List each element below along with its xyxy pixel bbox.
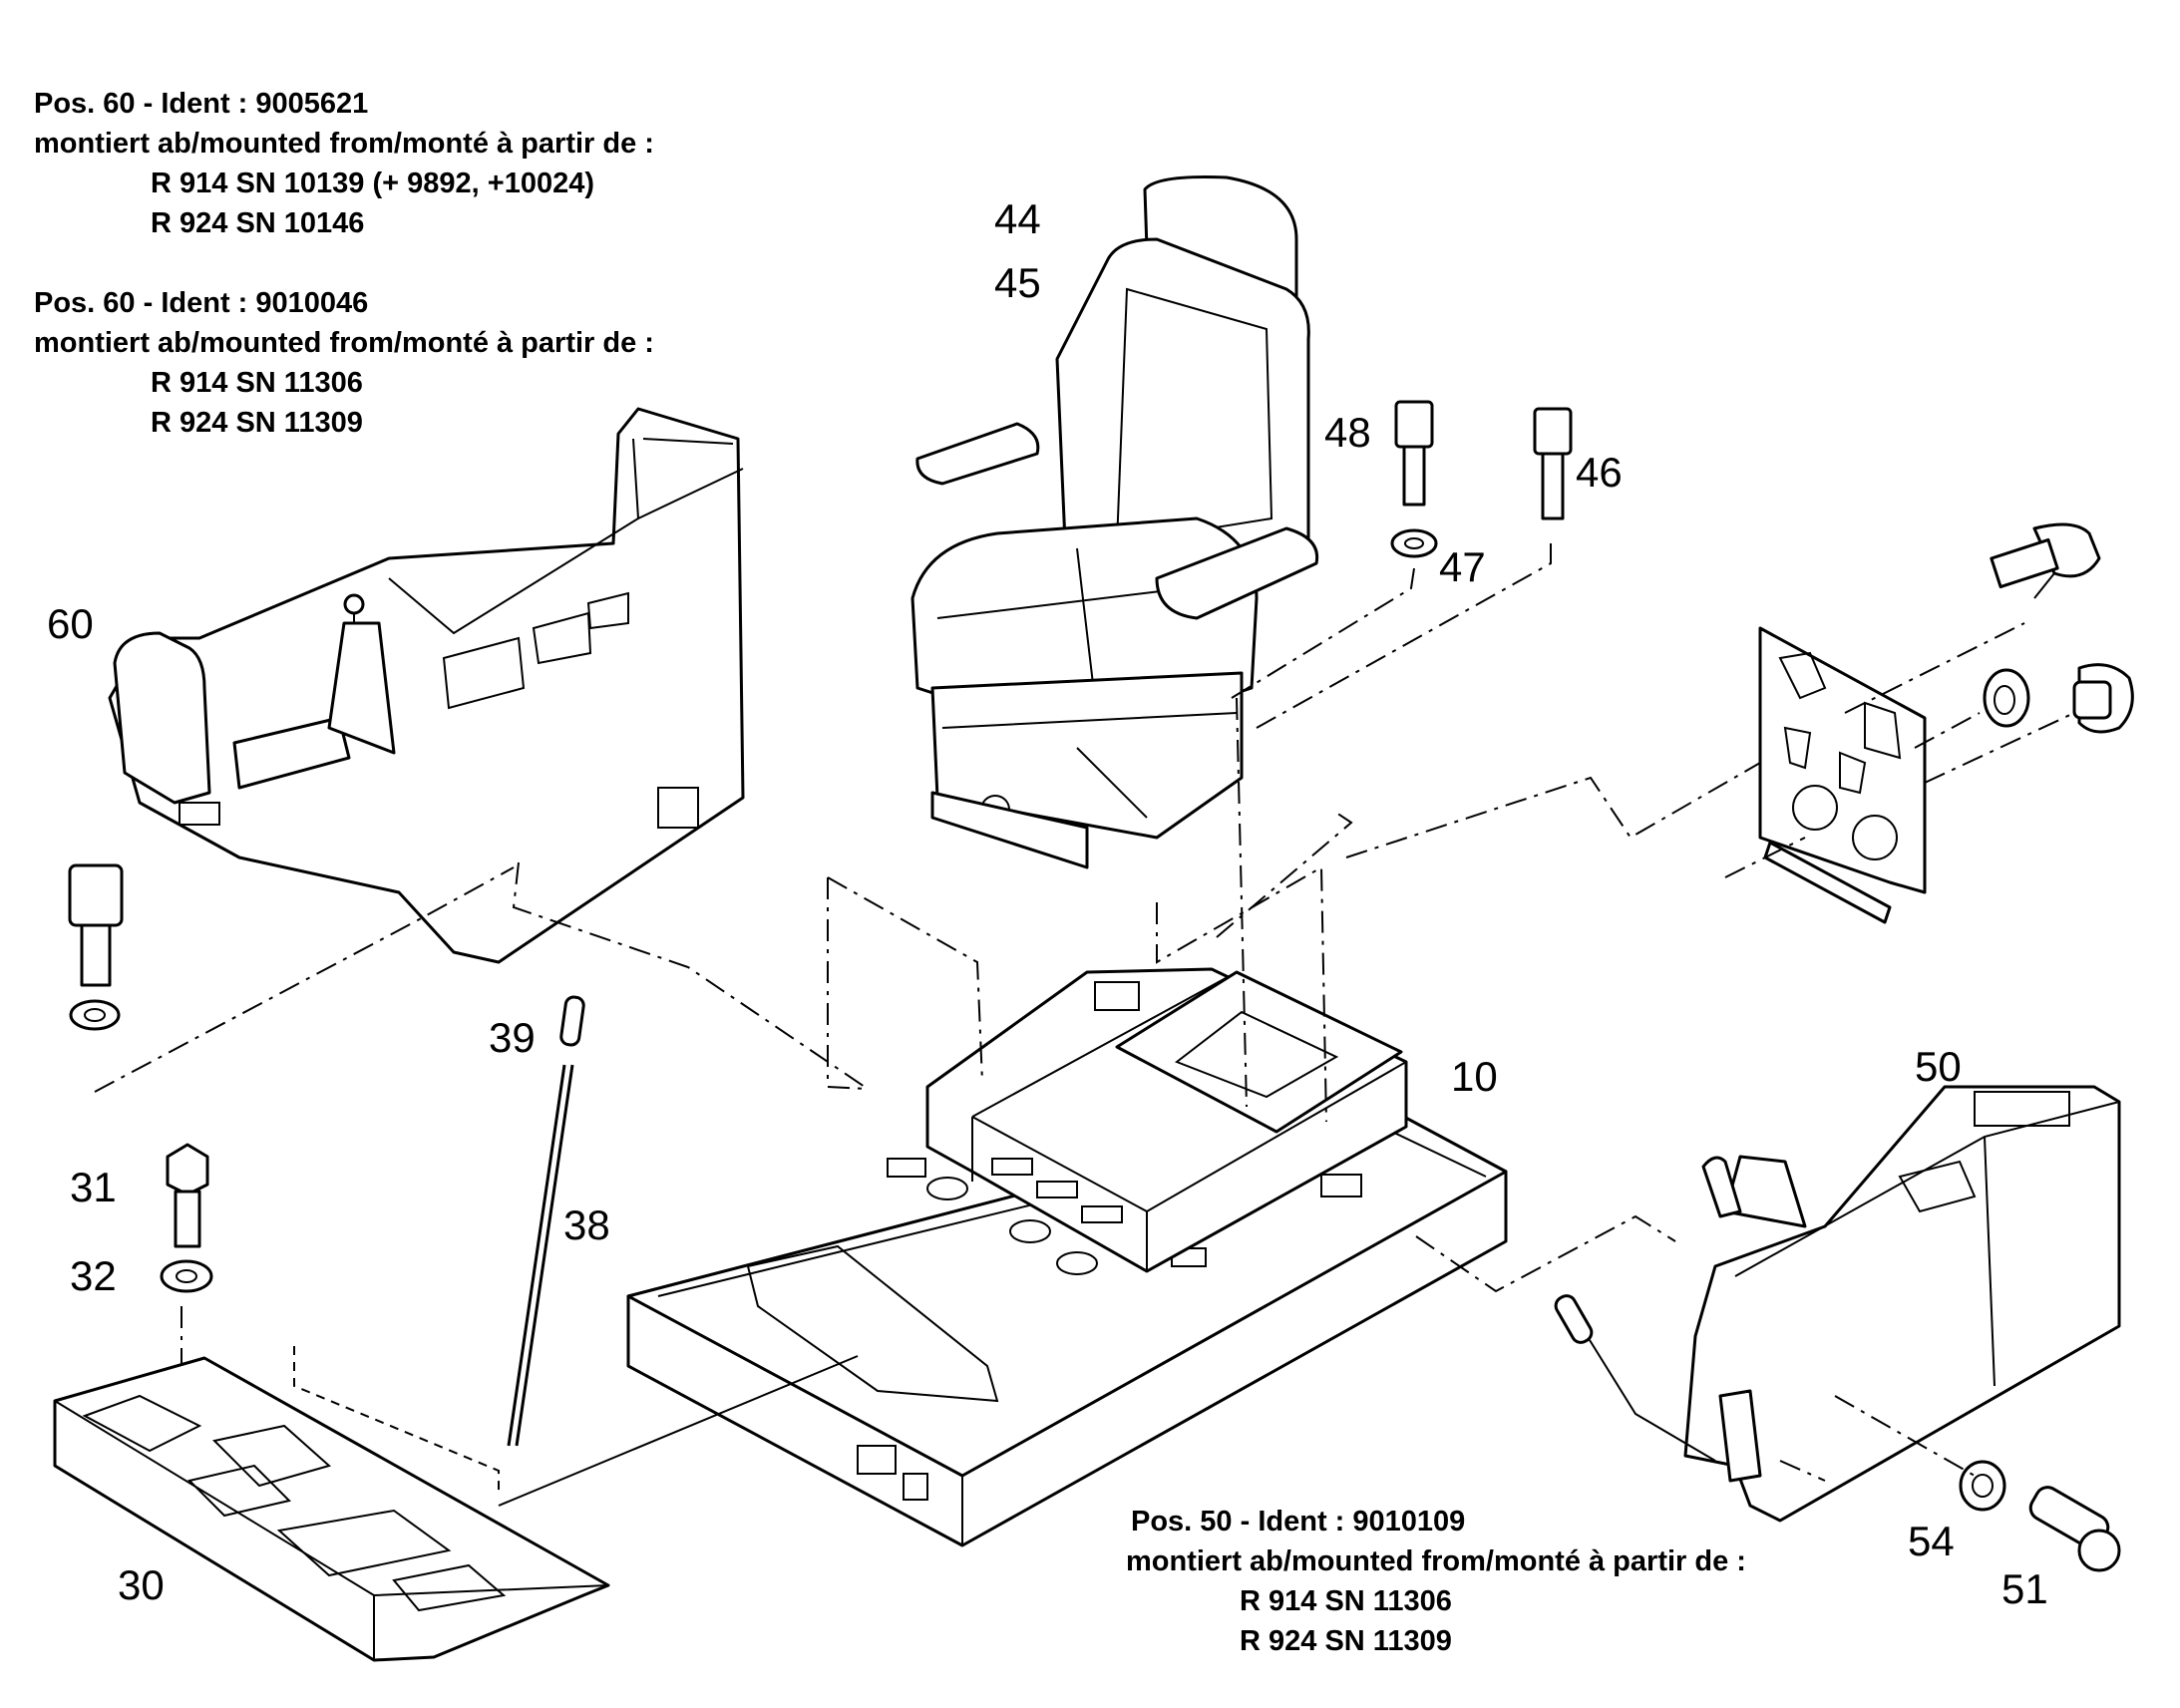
lever-rod-38-part bbox=[507, 995, 585, 1447]
note-pos60-ident-9010046: Pos. 60 - Ident : 9010046 montiert ab/mo… bbox=[34, 283, 654, 443]
callout-50: 50 bbox=[1915, 1043, 1962, 1090]
note-line: R 914 SN 11306 bbox=[151, 367, 363, 399]
callout-48: 48 bbox=[1324, 409, 1371, 456]
callout-46: 46 bbox=[1576, 449, 1623, 496]
note-line: Pos. 60 - Ident : 9005621 bbox=[34, 88, 369, 120]
connector-plug-part bbox=[2072, 663, 2134, 734]
note-line: R 924 SN 11309 bbox=[1240, 1625, 1452, 1657]
operator-seat-part bbox=[910, 175, 1319, 869]
callout-31: 31 bbox=[70, 1164, 117, 1210]
seat-console-box-part bbox=[925, 967, 1408, 1273]
callout-54: 54 bbox=[1908, 1518, 1955, 1564]
screw-48-part bbox=[1394, 400, 1434, 507]
dashed-hidden-lines bbox=[293, 1346, 500, 1496]
washer-47-part bbox=[1390, 528, 1438, 558]
bolt-31-part bbox=[166, 1143, 209, 1248]
callout-32: 32 bbox=[70, 1252, 117, 1299]
assembly-lines bbox=[94, 538, 2075, 1507]
right-control-console-50-part bbox=[1683, 1085, 2121, 1523]
washer-32-part bbox=[160, 1259, 213, 1293]
screw-51-part bbox=[2028, 1486, 2121, 1572]
bolt-left-part bbox=[68, 863, 124, 987]
callout-60: 60 bbox=[47, 600, 94, 647]
callout-labels: 44 45 48 46 47 60 39 10 50 31 38 32 30 5… bbox=[47, 195, 2048, 1612]
note-pos60-ident-9005621: Pos. 60 - Ident : 9005621 montiert ab/mo… bbox=[34, 84, 654, 243]
callout-44: 44 bbox=[994, 195, 1041, 242]
callout-45: 45 bbox=[994, 259, 1041, 306]
note-line: R 924 SN 11309 bbox=[151, 407, 363, 439]
callout-10: 10 bbox=[1451, 1053, 1498, 1100]
note-line: montiert ab/mounted from/monté à partir … bbox=[34, 128, 654, 160]
note-pos50-ident-9010109: Pos. 50 - Ident : 9010109 montiert ab/mo… bbox=[1126, 1502, 1746, 1661]
note-line: R 924 SN 10146 bbox=[151, 207, 365, 239]
connector-mounting-plate-part bbox=[1758, 626, 1927, 924]
washer-left-part bbox=[69, 999, 121, 1031]
callout-30: 30 bbox=[118, 1561, 165, 1608]
left-control-console-60-part bbox=[108, 407, 745, 964]
pedal-plate-30-part bbox=[53, 1356, 610, 1662]
callout-47: 47 bbox=[1439, 543, 1486, 590]
note-line: montiert ab/mounted from/monté à partir … bbox=[34, 327, 654, 359]
handle-rod-part bbox=[1554, 1294, 1716, 1462]
note-line: Pos. 60 - Ident : 9010046 bbox=[34, 287, 369, 319]
note-line: R 914 SN 10139 (+ 9892, +10024) bbox=[151, 168, 594, 199]
screw-46-part bbox=[1533, 407, 1573, 520]
grommet-part bbox=[1983, 668, 2030, 728]
bolt-top-right-part bbox=[1990, 522, 2101, 599]
callout-38: 38 bbox=[563, 1201, 610, 1248]
washer-54-part bbox=[1959, 1460, 2006, 1512]
callout-39: 39 bbox=[489, 1014, 536, 1061]
note-line: R 914 SN 11306 bbox=[1240, 1585, 1452, 1617]
note-line: montiert ab/mounted from/monté à partir … bbox=[1126, 1545, 1746, 1577]
note-line: Pos. 50 - Ident : 9010109 bbox=[1131, 1506, 1466, 1537]
callout-51: 51 bbox=[2001, 1565, 2048, 1612]
